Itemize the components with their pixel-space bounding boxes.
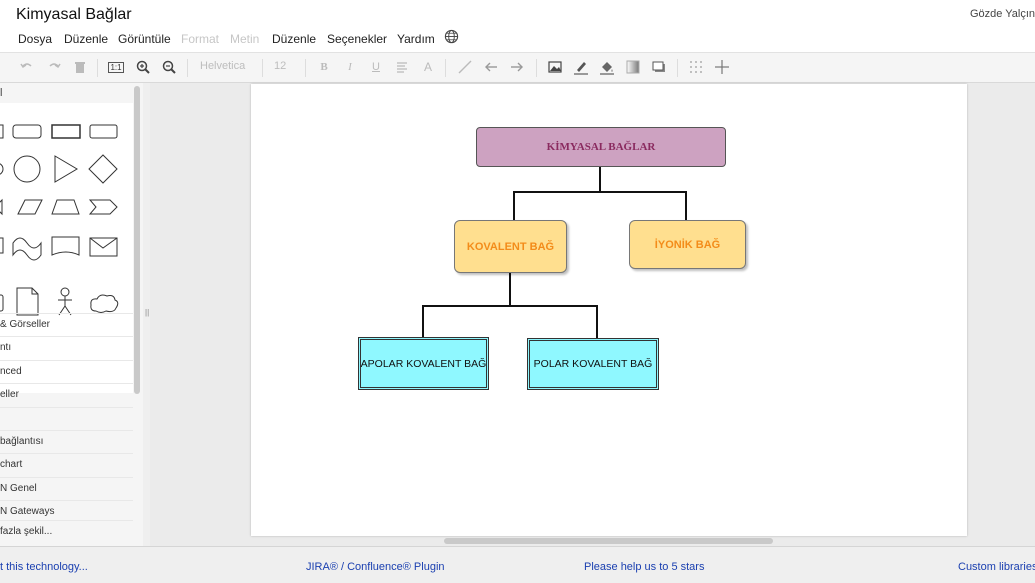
- arrow-right-icon[interactable]: [508, 58, 526, 76]
- sidebar-category-connection[interactable]: ntı: [0, 336, 133, 359]
- shape-tape[interactable]: [12, 237, 42, 261]
- node-polar-covalent-bond[interactable]: POLAR KOVALENT BAĞ: [527, 338, 659, 390]
- sidebar-category-bpmn-gateways[interactable]: N Gateways: [0, 500, 133, 523]
- menu-metin[interactable]: Metin: [230, 32, 260, 46]
- shape-process[interactable]: [0, 237, 4, 254]
- footer-plugin-link[interactable]: JIRA® / Confluence® Plugin: [306, 561, 445, 573]
- shape-text-box[interactable]: [89, 124, 118, 139]
- node-apolar-covalent-bond[interactable]: APOLAR KOVALENT BAĞ: [358, 337, 489, 390]
- guides-icon[interactable]: [713, 58, 731, 76]
- toolbar-divider: [536, 59, 537, 77]
- toolbar-divider: [187, 59, 188, 77]
- italic-button[interactable]: I: [348, 61, 352, 73]
- zoom-out-icon[interactable]: [160, 58, 178, 76]
- menu-dosya[interactable]: Dosya: [18, 32, 53, 46]
- user-name[interactable]: Gözde Yalçın: [969, 8, 1035, 20]
- fill-color-icon[interactable]: [598, 58, 616, 76]
- menu-yardim[interactable]: Yardım: [397, 32, 435, 46]
- footer-custom-libraries-link[interactable]: Custom libraries: [958, 561, 1035, 573]
- sidebar-category-models[interactable]: eller: [0, 383, 133, 406]
- sidebar-splitter[interactable]: [143, 83, 150, 546]
- menu-goruntule[interactable]: Görüntüle: [118, 32, 171, 46]
- underline-button[interactable]: U: [372, 61, 380, 73]
- font-color-button[interactable]: A: [423, 60, 432, 74]
- toolbar-divider: [445, 59, 446, 77]
- shape-envelope-flap[interactable]: [89, 237, 118, 249]
- shape-step[interactable]: [88, 199, 118, 215]
- sidebar-section-title[interactable]: l: [0, 87, 3, 99]
- toolbar-divider: [305, 59, 306, 77]
- redo-icon[interactable]: [45, 58, 63, 76]
- shape-circle[interactable]: [13, 155, 41, 183]
- font-family-select[interactable]: Helvetica: [200, 60, 246, 72]
- footer: t this technology... JIRA® / Confluence®…: [0, 546, 1035, 583]
- undo-icon[interactable]: [18, 58, 36, 76]
- font-size-input[interactable]: 12: [274, 60, 287, 72]
- connector-root-ionic[interactable]: [600, 191, 687, 220]
- zoom-in-icon[interactable]: [134, 58, 152, 76]
- shape-triangle[interactable]: [54, 155, 78, 183]
- footer-rate-link[interactable]: Please help us to 5 stars: [584, 561, 705, 573]
- menu-duzenle-2[interactable]: Düzenle: [272, 32, 317, 46]
- shape-actor-body[interactable]: [58, 296, 72, 316]
- shadow-icon[interactable]: [650, 58, 668, 76]
- connector-covalent-polar[interactable]: [510, 305, 598, 338]
- shape-cylinder[interactable]: [0, 294, 4, 312]
- node-ionic-bond[interactable]: İYONİK BAĞ: [629, 220, 746, 269]
- shape-rectangle[interactable]: [51, 124, 81, 139]
- sidebar-category-images[interactable]: & Görseller: [0, 313, 133, 336]
- shape-trapezoid[interactable]: [51, 199, 80, 215]
- node-covalent-bond[interactable]: KOVALENT BAĞ: [454, 220, 567, 273]
- toolbar-divider: [262, 59, 263, 77]
- horizontal-scrollbar[interactable]: [444, 538, 773, 544]
- shape-diamond[interactable]: [88, 154, 118, 184]
- grid-icon[interactable]: [687, 58, 705, 76]
- shape-document[interactable]: [51, 236, 80, 256]
- arrow-left-icon[interactable]: [482, 58, 500, 76]
- splitter-handle-icon[interactable]: ||: [145, 308, 150, 317]
- gradient-icon[interactable]: [624, 58, 642, 76]
- insert-image-icon[interactable]: [546, 58, 564, 76]
- shape-cloud[interactable]: [90, 294, 119, 313]
- menu-format[interactable]: Format: [181, 32, 220, 46]
- actual-size-label: 1:1: [108, 61, 124, 73]
- sidebar-category-connection-2[interactable]: bağlantısı: [0, 430, 133, 453]
- node-chemical-bonds[interactable]: KİMYASAL BAĞLAR: [476, 127, 726, 167]
- shape-ellipse[interactable]: [0, 163, 4, 175]
- sidebar-category-bpmn-general[interactable]: N Genel: [0, 477, 133, 500]
- sidebar-scrollbar[interactable]: [134, 86, 140, 394]
- line-color-icon[interactable]: [572, 58, 590, 76]
- menu-bar: Dosya Düzenle Görüntüle Format Metin Düz…: [0, 30, 1035, 50]
- delete-trash-icon[interactable]: [71, 58, 89, 76]
- shape-square[interactable]: [0, 124, 4, 139]
- shape-note[interactable]: [16, 287, 39, 316]
- shape-parallelogram[interactable]: [17, 199, 43, 215]
- actual-size-icon[interactable]: 1:1: [107, 58, 125, 76]
- sidebar-category-blank[interactable]: [0, 407, 133, 430]
- document-title[interactable]: Kimyasal Bağlar: [16, 6, 132, 23]
- connector-root-covalent[interactable]: [513, 167, 601, 220]
- toolbar: 1:1 Helvetica 12 B I U A: [0, 52, 1035, 83]
- toolbar-divider: [677, 59, 678, 77]
- shape-palette: [0, 103, 133, 393]
- connector-line-icon[interactable]: [456, 58, 474, 76]
- menu-secenekler[interactable]: Seçenekler: [327, 32, 388, 46]
- shape-rounded-rectangle[interactable]: [12, 124, 42, 139]
- language-globe-icon[interactable]: [444, 29, 459, 44]
- connector-covalent-apolar[interactable]: [422, 273, 511, 337]
- sidebar-category-advanced[interactable]: nced: [0, 360, 133, 383]
- sidebar-category-flowchart[interactable]: chart: [0, 453, 133, 476]
- more-shapes-link[interactable]: fazla şekil...: [0, 520, 133, 543]
- footer-about-link[interactable]: t this technology...: [0, 561, 88, 573]
- shape-hexagon[interactable]: [0, 198, 3, 216]
- align-icon[interactable]: [393, 58, 411, 76]
- shape-note-fold[interactable]: [31, 288, 38, 295]
- toolbar-divider: [97, 59, 98, 77]
- menu-duzenle[interactable]: Düzenle: [64, 32, 109, 46]
- bold-button[interactable]: B: [320, 61, 328, 73]
- sidebar: l: [0, 83, 143, 546]
- shape-envelope[interactable]: [89, 237, 118, 257]
